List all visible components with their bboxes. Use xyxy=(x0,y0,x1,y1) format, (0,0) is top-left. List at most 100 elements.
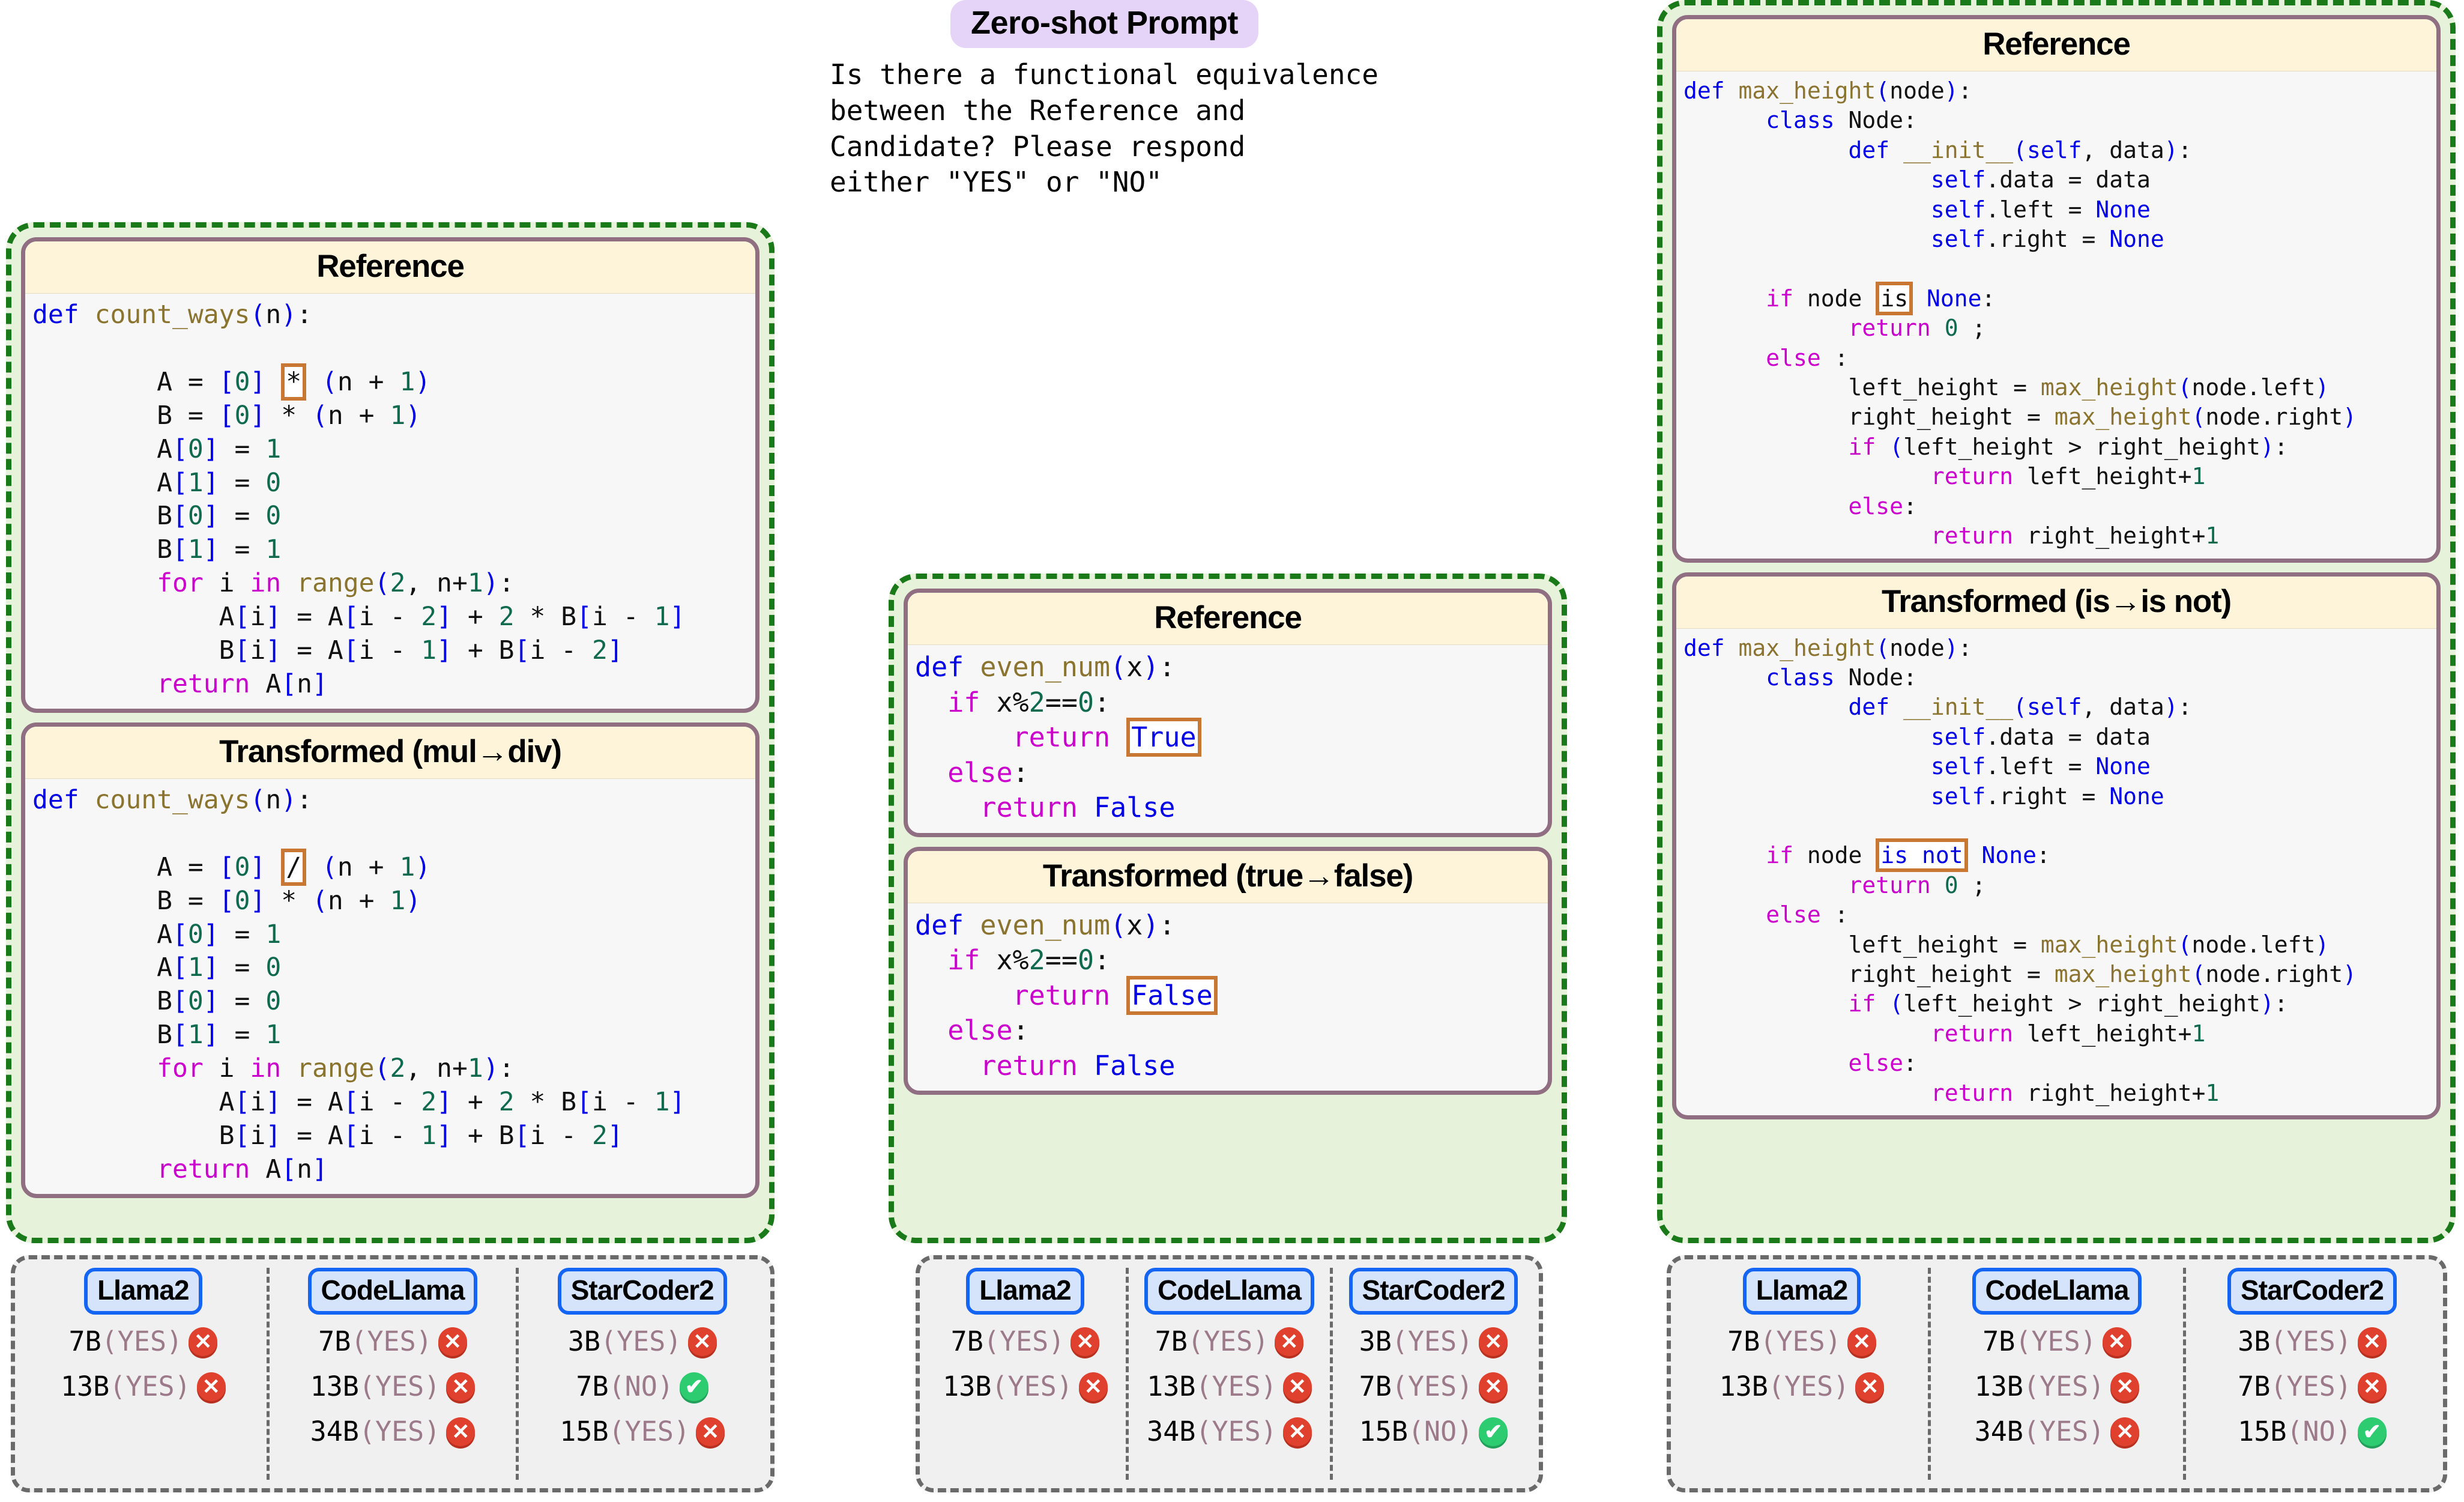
model-size: 13B xyxy=(310,1370,359,1402)
model-size: 7B xyxy=(318,1325,351,1357)
model-chip[interactable]: Llama2 xyxy=(966,1268,1084,1315)
code-card-transformed: Transformed (mul→div)def count_ways(n): … xyxy=(21,722,759,1198)
example-group-right: Reference def max_height(node): class Nod… xyxy=(1657,0,2456,1243)
prompt-text: Is there a functional equivalence betwee… xyxy=(830,58,1378,199)
model-size: 34B xyxy=(310,1416,359,1447)
result-row: 7B(YES)✕ xyxy=(272,1325,514,1357)
result-row: 7B(YES)✕ xyxy=(1678,1325,1925,1357)
result-row: 15B(NO)✔ xyxy=(1335,1416,1532,1447)
result-column: CodeLlama 7B(YES)✕ 13B(YES)✕ 34B(YES)✕ xyxy=(1129,1268,1333,1480)
incorrect-cross-icon: ✕ xyxy=(446,1417,476,1446)
model-chip[interactable]: CodeLlama xyxy=(1144,1268,1314,1315)
code-card-transformed: Transformed (is→is not)def max_height(no… xyxy=(1672,572,2441,1119)
result-row: 13B(YES)✕ xyxy=(1131,1370,1327,1402)
result-row: 13B(YES)✕ xyxy=(1933,1370,2181,1402)
result-row: 13B(YES)✕ xyxy=(272,1370,514,1402)
result-rows: 3B(YES)✕7B(NO)✔15B(YES)✕ xyxy=(521,1325,763,1461)
model-size: 3B xyxy=(2238,1325,2271,1357)
model-chip[interactable]: StarCoder2 xyxy=(2227,1268,2397,1315)
model-answer: (YES) xyxy=(1187,1325,1269,1357)
model-answer: (YES) xyxy=(991,1370,1073,1402)
result-rows: 3B(YES)✕7B(YES)✕15B(NO)✔ xyxy=(2188,1325,2436,1461)
model-chip[interactable]: Llama2 xyxy=(1742,1268,1861,1315)
result-column: CodeLlama 7B(YES)✕ 13B(YES)✕ 34B(YES)✕ xyxy=(1931,1268,2186,1480)
model-chip[interactable]: CodeLlama xyxy=(1972,1268,2142,1315)
transform-highlight: / xyxy=(281,848,307,886)
result-row: 15B(YES)✕ xyxy=(521,1416,763,1447)
result-row: 13B(YES)✕ xyxy=(1678,1370,1925,1402)
code-block-transformed: def even_num(x): if x%2==0: return False… xyxy=(915,908,1541,1084)
correct-check-icon: ✔ xyxy=(679,1372,708,1401)
model-size: 34B xyxy=(1974,1416,2023,1447)
model-answer: (YES) xyxy=(358,1416,441,1447)
code-card-body-reference: def max_height(node): class Node: def __… xyxy=(1676,71,2436,559)
incorrect-cross-icon: ✕ xyxy=(687,1327,717,1356)
result-row: 7B(YES)✕ xyxy=(1131,1325,1327,1357)
result-rows: 7B(YES)✕13B(YES)✕34B(YES)✕ xyxy=(272,1325,514,1461)
incorrect-cross-icon: ✕ xyxy=(446,1372,476,1401)
incorrect-cross-icon: ✕ xyxy=(696,1417,725,1446)
model-size: 15B xyxy=(1359,1416,1408,1447)
model-answer: (YES) xyxy=(2270,1370,2352,1402)
model-size: 7B xyxy=(1982,1325,2016,1357)
code-card-title-reference: Reference xyxy=(25,241,755,294)
result-rows: 7B(YES)✕13B(YES)✕ xyxy=(22,1325,264,1416)
code-card-title-reference: Reference xyxy=(1676,19,2436,71)
result-rows: 3B(YES)✕7B(YES)✕15B(NO)✔ xyxy=(1335,1325,1532,1461)
code-block-transformed: def count_ways(n): A = [0] / (n + 1) B =… xyxy=(32,784,686,1184)
incorrect-cross-icon: ✕ xyxy=(196,1372,226,1401)
result-row: 3B(YES)✕ xyxy=(521,1325,763,1357)
model-answer: (YES) xyxy=(109,1370,191,1402)
result-rows: 7B(YES)✕ 13B(YES)✕ 34B(YES)✕ xyxy=(1131,1325,1327,1461)
model-chip[interactable]: CodeLlama xyxy=(307,1268,478,1315)
code-block-reference: def max_height(node): class Node: def __… xyxy=(1683,77,2357,550)
model-size: 3B xyxy=(1359,1325,1392,1357)
model-answer: (YES) xyxy=(1760,1325,1841,1357)
incorrect-cross-icon: ✕ xyxy=(1282,1372,1312,1401)
code-block-reference: def even_num(x): if x%2==0: return True … xyxy=(915,650,1541,826)
prompt-badge: Zero-shot Prompt xyxy=(950,0,1258,48)
result-rows: 7B(YES)✕ 13B(YES)✕ xyxy=(1678,1325,1925,1416)
transform-highlight: False xyxy=(1126,975,1218,1015)
result-row: 34B(YES)✕ xyxy=(1933,1416,2181,1447)
model-answer: (YES) xyxy=(1195,1416,1277,1447)
code-block-transformed: def max_height(node): class Node: def __… xyxy=(1683,634,2357,1106)
model-size: 13B xyxy=(60,1370,110,1402)
model-chip[interactable]: StarCoder2 xyxy=(1348,1268,1518,1315)
incorrect-cross-icon: ✕ xyxy=(189,1327,218,1356)
result-row: 7B(YES)✕ xyxy=(2188,1370,2436,1402)
model-answer: (YES) xyxy=(2270,1325,2352,1357)
code-card-title-transformed: Transformed (true→false) xyxy=(908,850,1548,903)
prompt-block: Zero-shot Prompt Is there a functional e… xyxy=(829,0,1627,201)
result-row: 7B(YES)✕ xyxy=(1933,1325,2181,1357)
model-answer: (NO) xyxy=(2286,1416,2352,1447)
result-row: 34B(YES)✕ xyxy=(1131,1416,1327,1447)
result-row: 34B(YES)✕ xyxy=(272,1416,514,1447)
transform-highlight: True xyxy=(1126,718,1201,757)
model-answer: (YES) xyxy=(600,1325,682,1357)
model-answer: (YES) xyxy=(2015,1325,2097,1357)
incorrect-cross-icon: ✕ xyxy=(1275,1327,1304,1356)
model-size: 3B xyxy=(567,1325,601,1357)
model-answer: (YES) xyxy=(1768,1370,1850,1402)
result-row: 7B(YES)✕ xyxy=(22,1325,264,1357)
model-answer: (YES) xyxy=(101,1325,183,1357)
code-card-reference: Reference def max_height(node): class Nod… xyxy=(1672,15,2441,563)
model-chip[interactable]: StarCoder2 xyxy=(557,1268,727,1315)
model-answer: (YES) xyxy=(1195,1370,1277,1402)
code-card-title-transformed: Transformed (is→is not) xyxy=(1676,576,2436,629)
result-column: StarCoder2 3B(YES)✕7B(YES)✕15B(NO)✔ xyxy=(2186,1268,2438,1480)
code-card-transformed: Transformed (true→false)def even_num(x):… xyxy=(904,846,1552,1095)
incorrect-cross-icon: ✕ xyxy=(2357,1372,2387,1401)
model-answer: (YES) xyxy=(1391,1370,1473,1402)
model-chip[interactable]: Llama2 xyxy=(84,1268,202,1315)
